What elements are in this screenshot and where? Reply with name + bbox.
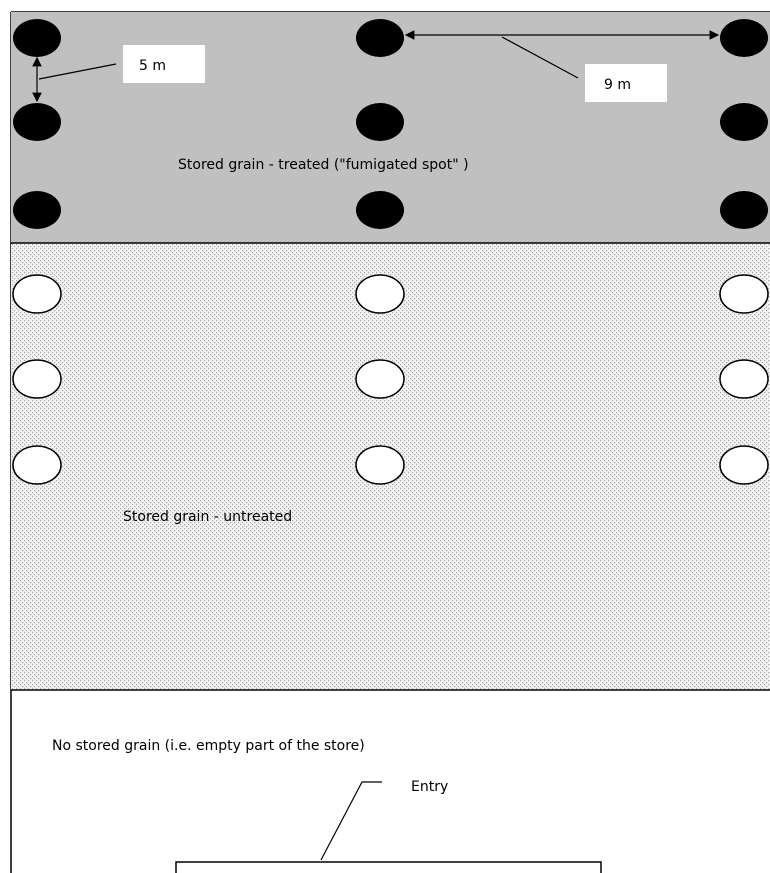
untreated-spot: [355, 445, 405, 485]
untreated-spot: [12, 359, 62, 399]
entry-label: Entry: [411, 779, 448, 795]
untreated-spot: [12, 445, 62, 485]
untreated-spots: [12, 274, 769, 485]
untreated-spot: [719, 274, 769, 314]
untreated-spot: [12, 274, 62, 314]
treated-spot: [356, 191, 404, 229]
horizontal-dimension-box: [585, 64, 667, 102]
empty-zone-label: No stored grain (i.e. empty part of the …: [52, 738, 365, 754]
treated-spots: [13, 19, 768, 229]
treated-spot: [13, 19, 61, 57]
treated-spot: [720, 19, 768, 57]
untreated-zone-label: Stored grain - untreated: [123, 509, 292, 525]
treated-spot: [720, 191, 768, 229]
vertical-dimension-leader: [38, 63, 117, 80]
treated-spot: [13, 103, 61, 141]
treated-spot: [356, 103, 404, 141]
untreated-spot: [719, 359, 769, 399]
treated-spot: [356, 19, 404, 57]
untreated-spot: [719, 445, 769, 485]
untreated-spot: [355, 274, 405, 314]
vertical-dimension-label: 5 m: [139, 58, 166, 74]
entry-doorway: [175, 861, 602, 873]
treated-spot: [13, 191, 61, 229]
entry-leader: [320, 781, 382, 861]
vertical-dimension-box: [123, 45, 205, 83]
horizontal-dimension-leader: [501, 36, 579, 79]
untreated-spot: [355, 359, 405, 399]
treated-spot: [720, 103, 768, 141]
horizontal-dimension-label: 9 m: [604, 77, 631, 93]
treated-zone-label: Stored grain - treated ("fumigated spot"…: [178, 157, 469, 173]
